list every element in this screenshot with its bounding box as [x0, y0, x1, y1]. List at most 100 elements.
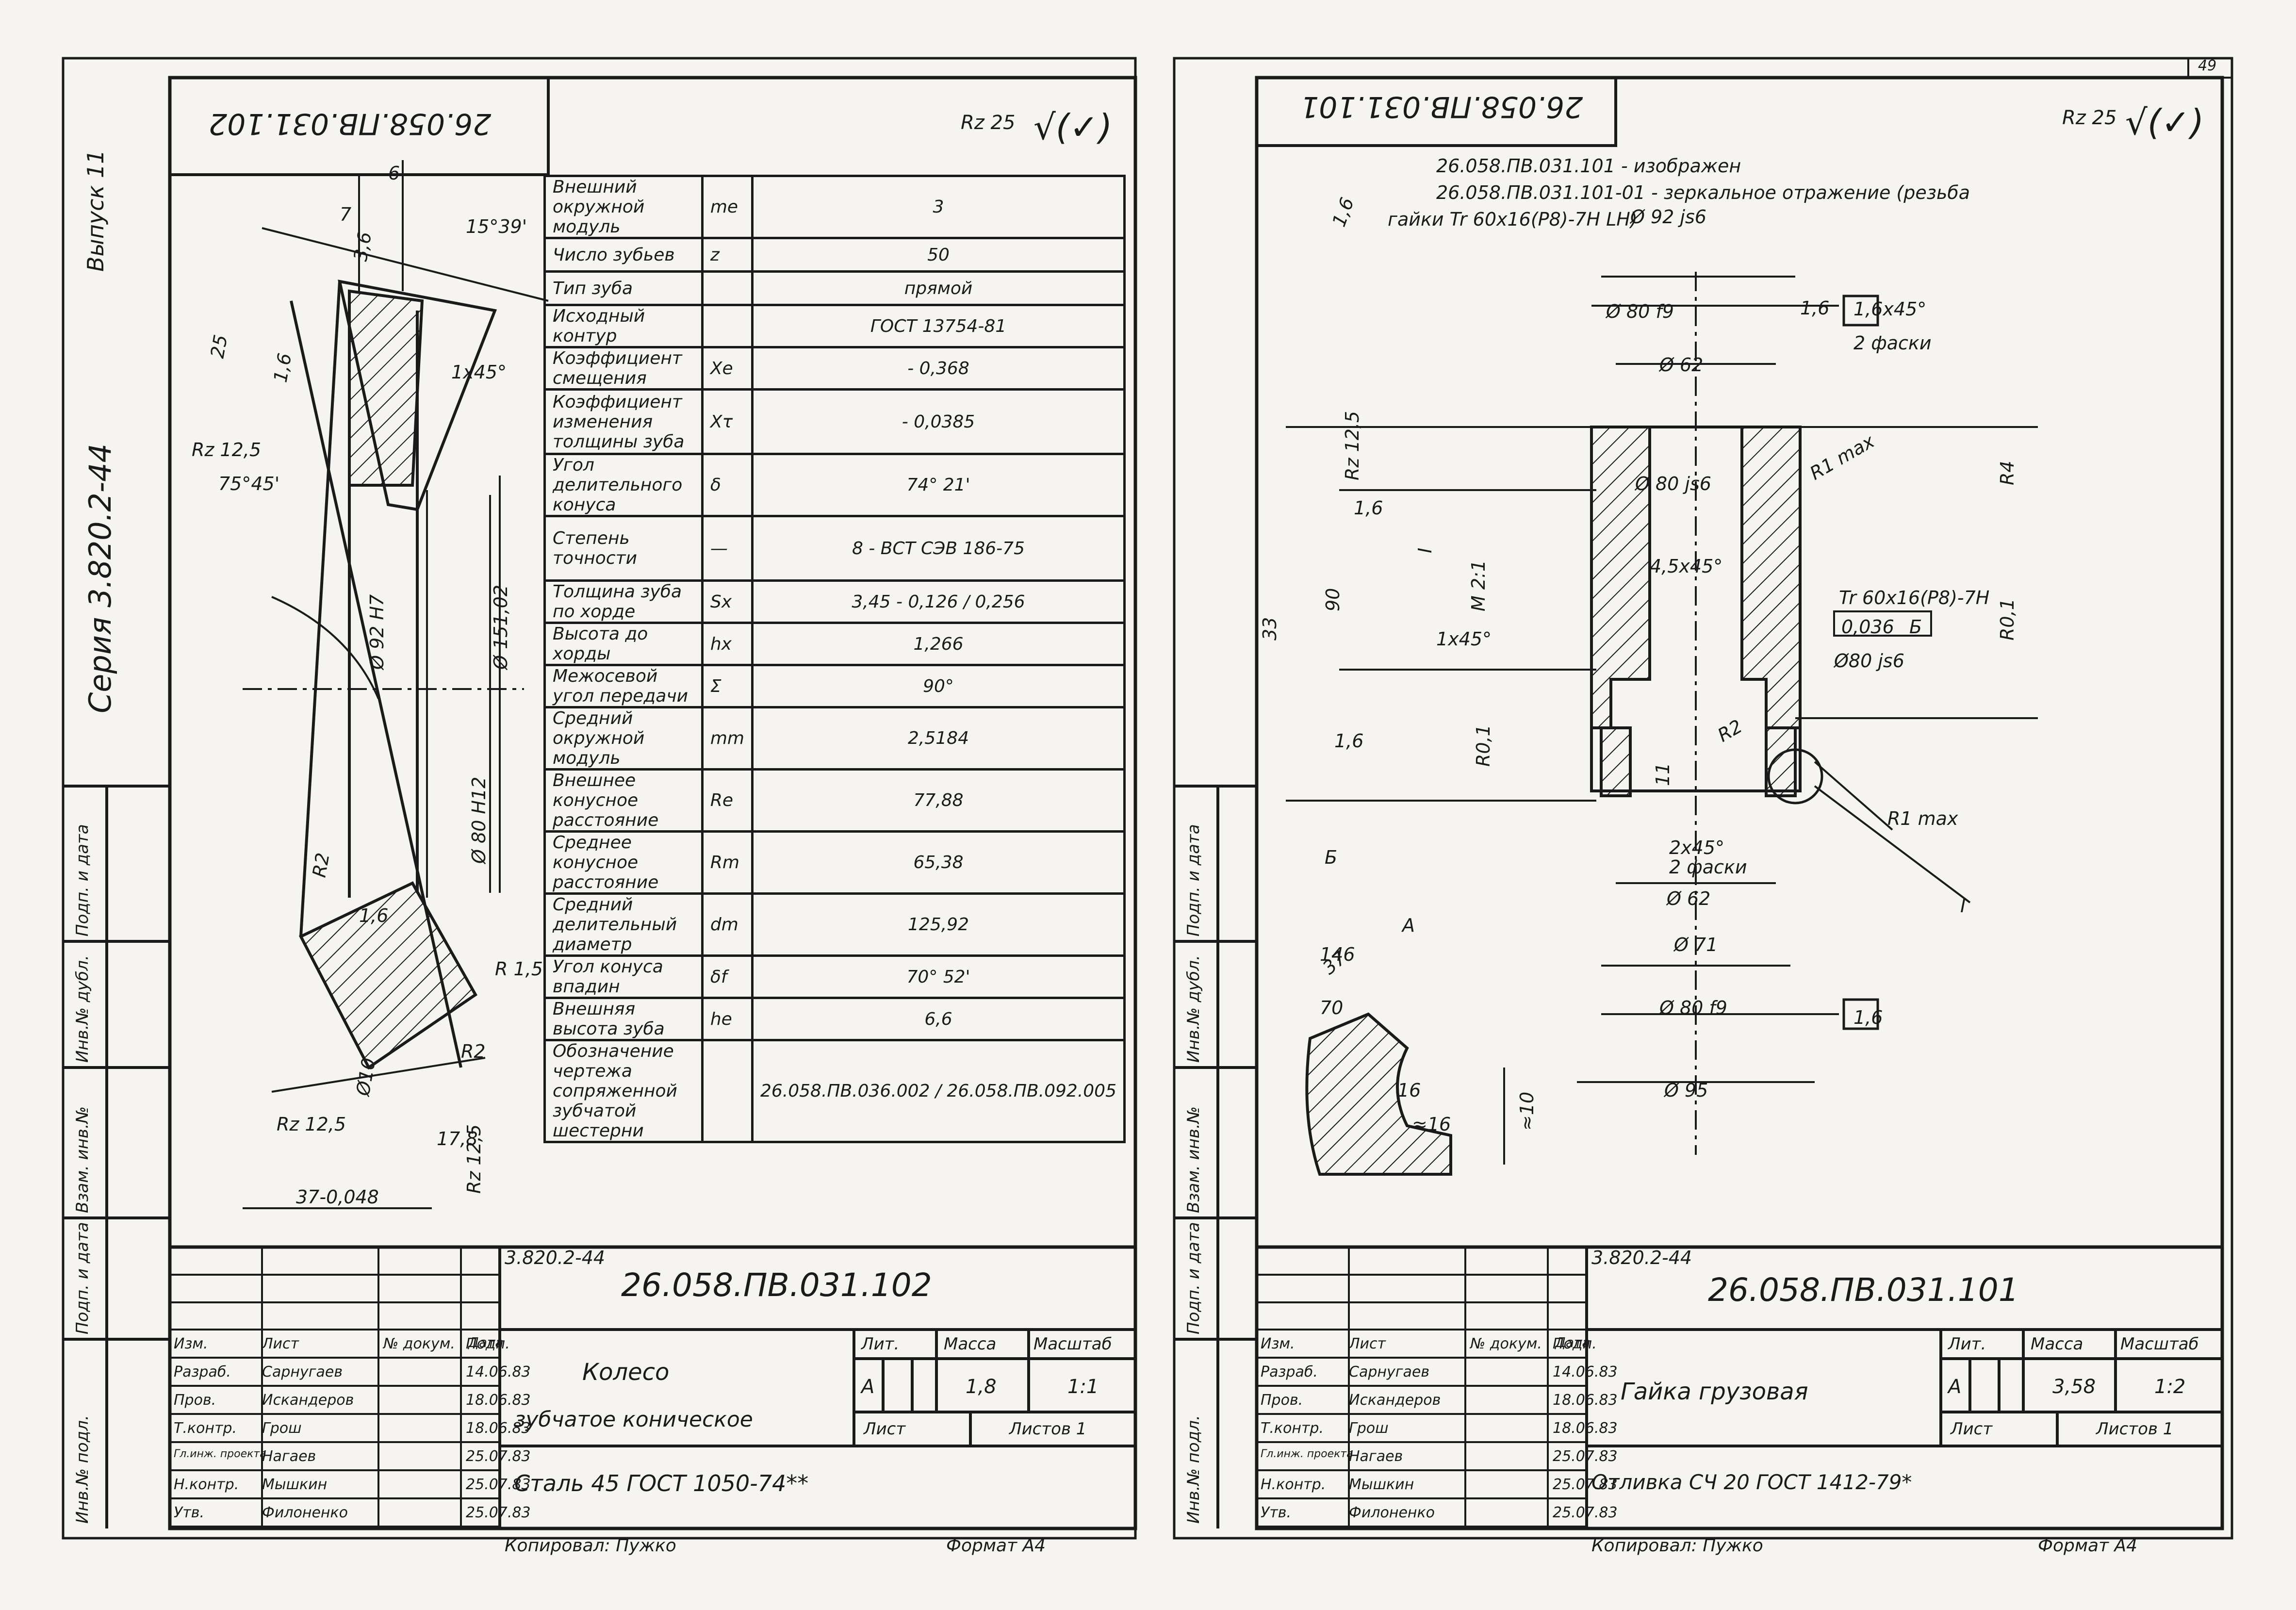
right-dimension-label: Б [1325, 847, 1337, 868]
right-dimension-label: А [1401, 915, 1415, 936]
tb-role-name: Грош [262, 1420, 302, 1437]
gear-param-value: 6,6 [751, 997, 1126, 1041]
gear-param-name: Тип зуба [543, 270, 704, 306]
right-dimension-label: 33 [1259, 617, 1280, 641]
left-dimension-label: 15°39' [466, 216, 527, 237]
right-note-3: гайки Tr 60х16(P8)-7H LH) [1388, 209, 1638, 230]
tb-role-role: Пров. [174, 1392, 216, 1409]
right-dimension-label: R1 max [1887, 808, 1958, 829]
tb-role-role: Т.контр. [1261, 1420, 1324, 1437]
right-dimension-label: 1,6 [1334, 730, 1363, 752]
gear-param-symbol [701, 1039, 754, 1143]
gear-param-symbol: Rm [701, 830, 754, 895]
right-dimension-label: Ø 62 [1658, 354, 1703, 376]
tb-role-name: Мышкин [1349, 1476, 1414, 1493]
gear-param-symbol [701, 304, 754, 348]
left-header-code: 26.058.ПВ.031.102 [209, 107, 492, 141]
tb-role-date: 25.07.83 [1553, 1448, 1618, 1465]
left-margin-label: Инв.№ дубл. [73, 955, 92, 1063]
tb-role-date: 18.06.83 [1553, 1420, 1618, 1437]
tb-role-date: Подп. [466, 1335, 510, 1352]
gear-param-name: Обозначение чертежа сопряженной зубчатой… [543, 1039, 704, 1143]
left-dimension-label: R2 [461, 1041, 486, 1062]
tb-role-role: Пров. [1261, 1392, 1303, 1409]
tb-role-role: Разраб. [174, 1364, 231, 1380]
left-margin-label: Взам. инв.№ [73, 1106, 92, 1213]
gear-param-name: Угол конуса впадин [543, 954, 704, 999]
right-dimension-label: Ø 92 js6 [1629, 206, 1706, 228]
gear-param-name: Исходный контур [543, 304, 704, 348]
left-tb-lit-label: Лит. [861, 1334, 900, 1354]
gear-param-row: Обозначение чертежа сопряженной зубчатой… [543, 1039, 1126, 1143]
right-roughness: Rz 25 [2062, 107, 2117, 129]
page-number: 49 [2198, 57, 2217, 74]
left-dimension-label: Rz 12,5 [192, 439, 261, 460]
left-dimension-label: 17,8 [437, 1128, 478, 1150]
left-dimension-label: 3,6 [350, 230, 376, 263]
right-dimension-label: 2 фаски [1853, 332, 1932, 354]
right-dimension-label: 1,6 [1354, 497, 1383, 519]
left-dimension-label: 6 [388, 163, 400, 184]
left-dimension-label: 75°45' [218, 473, 279, 494]
gear-param-value: 65,38 [751, 830, 1126, 895]
gear-param-name: Степень точности [543, 515, 704, 582]
gear-param-symbol: me [701, 175, 754, 239]
right-dimension-label: Rz 12,5 [1342, 411, 1363, 480]
gear-param-name: Высота до хорды [543, 622, 704, 666]
right-tb-format: Формат А4 [2038, 1536, 2138, 1556]
left-dimension-label: 1х45° [451, 361, 507, 383]
tb-role-name: Искандеров [262, 1392, 354, 1409]
right-tb-mass-label: Масса [2031, 1334, 2083, 1354]
gear-param-value: 8 - ВСТ СЭВ 186-75 [751, 515, 1126, 582]
gear-param-symbol: dm [701, 892, 754, 957]
right-dimension-label: 1х45° [1436, 628, 1492, 650]
right-dimension-label: ≈16 [1412, 1114, 1451, 1135]
gear-param-symbol: hx [701, 622, 754, 666]
right-margin-label: Инв.№ подл. [1184, 1415, 1203, 1524]
tb-role-date: 25.07.83 [466, 1504, 531, 1521]
tb-role-role: Гл.инж. проекта [1261, 1448, 1353, 1460]
left-dimension-label: Ø 92 H7 [366, 594, 388, 671]
right-dimension-label: 2х45° [1669, 837, 1724, 858]
left-margin-label: Подп. и дата [73, 824, 92, 936]
left-dimension-label: 1,6 [270, 351, 296, 384]
gear-param-symbol: Xτ [701, 388, 754, 455]
right-tb-copied: Копировал: Пужко [1591, 1536, 1763, 1556]
gear-param-value: - 0,0385 [751, 388, 1126, 455]
tb-role-date: Подп. [1553, 1335, 1597, 1352]
gear-param-value: - 0,368 [751, 346, 1126, 391]
gear-param-value: 2,5184 [751, 706, 1126, 771]
left-tb-sheet-label: Лист [864, 1419, 906, 1439]
left-tb-code: 26.058.ПВ.031.102 [621, 1266, 932, 1304]
gear-param-row: Степень точности—8 - ВСТ СЭВ 186-75 [543, 515, 1126, 582]
right-dimension-label: Ø 62 [1666, 888, 1710, 909]
left-issue-label: Выпуск 11 [82, 149, 109, 272]
left-dimension-label: R2 [309, 851, 334, 879]
gear-param-symbol: — [701, 515, 754, 582]
right-tb-date-head: Дата [1555, 1334, 1591, 1350]
tb-role-name: Сарнугаев [262, 1364, 343, 1380]
right-dimension-label: Ø 71 [1673, 934, 1718, 955]
tb-role-role: Изм. [1261, 1335, 1295, 1352]
left-tb-lit: А [861, 1376, 875, 1398]
gear-param-value: 77,88 [751, 768, 1126, 833]
tb-role-date: 25.07.83 [466, 1448, 531, 1465]
right-tb-name1: Гайка грузовая [1621, 1378, 1808, 1405]
gear-param-value: 90° [751, 664, 1126, 708]
right-tb-lit: А [1948, 1376, 1962, 1398]
right-tb-sheet-label: Лист [1951, 1419, 1993, 1439]
gear-param-value: прямой [751, 270, 1126, 306]
tb-role-name: Нагаев [262, 1448, 316, 1465]
gear-param-name: Средний окружной модуль [543, 706, 704, 771]
